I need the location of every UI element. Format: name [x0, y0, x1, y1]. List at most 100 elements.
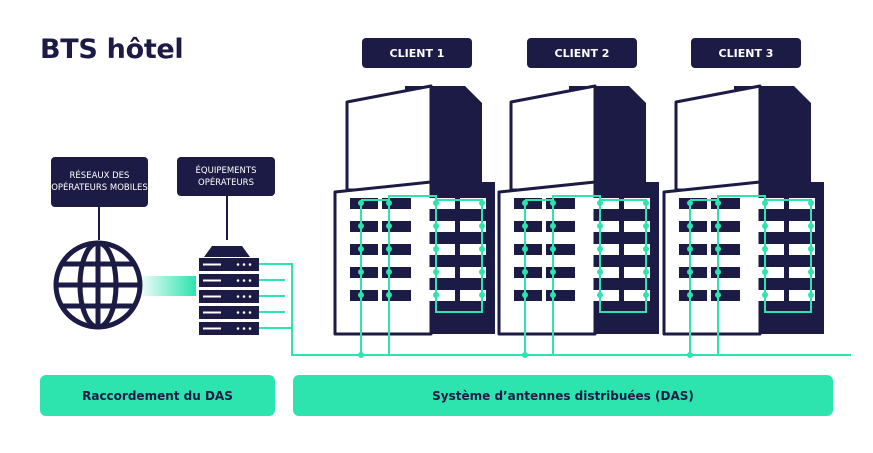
- window: [382, 244, 411, 255]
- antenna-dot: [808, 200, 814, 206]
- client-1-label: CLIENT 1: [362, 38, 472, 68]
- network-link: [142, 276, 196, 296]
- antenna-dot: [643, 246, 649, 252]
- antenna-dot: [715, 200, 721, 206]
- bus-node: [358, 352, 364, 358]
- antenna-dot: [643, 223, 649, 229]
- window: [711, 267, 740, 278]
- window: [546, 198, 575, 209]
- antenna-dot: [522, 223, 528, 229]
- window: [593, 221, 619, 232]
- antenna-dot: [479, 246, 485, 252]
- window: [350, 290, 378, 301]
- antenna-dot: [433, 223, 439, 229]
- window: [789, 244, 815, 255]
- das-network-lines: [259, 195, 851, 358]
- window: [350, 267, 378, 278]
- window: [460, 198, 486, 209]
- window: [382, 267, 411, 278]
- window: [350, 244, 378, 255]
- bus-node: [687, 352, 693, 358]
- antenna-dot: [643, 292, 649, 298]
- window: [789, 267, 815, 278]
- antenna-dot: [433, 246, 439, 252]
- server-unit: [199, 274, 259, 287]
- antenna-dot: [715, 269, 721, 275]
- antenna-dot: [687, 200, 693, 206]
- window: [546, 244, 575, 255]
- operator-equipment-tag: ÉQUIPEMENTS OPÉRATEURS: [177, 157, 275, 196]
- antenna-dot: [550, 223, 556, 229]
- antenna-dot: [762, 223, 768, 229]
- window: [429, 221, 455, 232]
- antenna-dot: [386, 292, 392, 298]
- antenna-dot: [522, 292, 528, 298]
- antenna-dot: [386, 269, 392, 275]
- antenna-dot: [808, 246, 814, 252]
- window: [758, 221, 784, 232]
- antenna-dot: [358, 223, 364, 229]
- antenna-dot: [550, 269, 556, 275]
- antenna-dot: [715, 292, 721, 298]
- window: [679, 221, 707, 232]
- buildings-group: [333, 84, 824, 336]
- antenna-dot: [358, 200, 364, 206]
- antenna-dot: [597, 223, 603, 229]
- das-system-banner: Système d’antennes distribuées (DAS): [293, 375, 833, 416]
- antenna-dot: [550, 200, 556, 206]
- window: [624, 221, 650, 232]
- window: [514, 244, 542, 255]
- window: [789, 221, 815, 232]
- window: [460, 244, 486, 255]
- antenna-dot: [479, 200, 485, 206]
- window: [711, 221, 740, 232]
- window: [758, 244, 784, 255]
- window: [382, 290, 411, 301]
- antenna-dot: [550, 246, 556, 252]
- antenna-dot: [597, 246, 603, 252]
- antenna-dot: [687, 246, 693, 252]
- antenna-dot: [433, 269, 439, 275]
- antenna-dot: [808, 269, 814, 275]
- window: [758, 198, 784, 209]
- window: [382, 221, 411, 232]
- antenna-dot: [808, 292, 814, 298]
- antenna-dot: [762, 246, 768, 252]
- window: [624, 198, 650, 209]
- antenna-dot: [522, 269, 528, 275]
- bus-node: [522, 352, 528, 358]
- antenna-dot: [643, 200, 649, 206]
- antenna-dot: [762, 200, 768, 206]
- window: [350, 221, 378, 232]
- window: [789, 198, 815, 209]
- window: [460, 221, 486, 232]
- window: [514, 267, 542, 278]
- antenna-dot: [597, 200, 603, 206]
- antenna-dot: [762, 292, 768, 298]
- antenna-dot: [687, 269, 693, 275]
- window: [514, 290, 542, 301]
- antenna-dot: [433, 200, 439, 206]
- antenna-dot: [479, 292, 485, 298]
- antenna-dot: [386, 200, 392, 206]
- window: [593, 290, 619, 301]
- window: [460, 267, 486, 278]
- window: [711, 290, 740, 301]
- antenna-dot: [358, 269, 364, 275]
- antenna-dot: [808, 223, 814, 229]
- antenna-dot: [715, 246, 721, 252]
- window: [679, 290, 707, 301]
- antenna-dot: [522, 200, 528, 206]
- window: [514, 221, 542, 232]
- antenna-dot: [479, 269, 485, 275]
- window: [382, 198, 411, 209]
- window: [429, 244, 455, 255]
- antenna-dot: [522, 246, 528, 252]
- antenna-dot: [687, 223, 693, 229]
- antenna-dot: [386, 223, 392, 229]
- antenna-dot: [358, 246, 364, 252]
- window: [460, 290, 486, 301]
- window: [789, 290, 815, 301]
- window: [593, 267, 619, 278]
- antenna-dot: [687, 292, 693, 298]
